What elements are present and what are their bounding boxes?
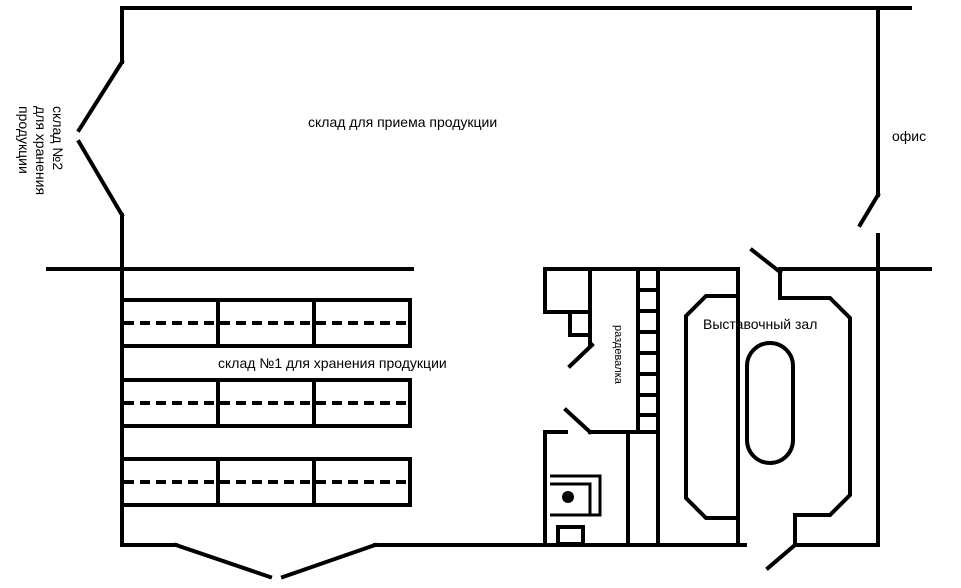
locker-block <box>543 267 740 547</box>
label-warehouse-2-line2: для хранения <box>33 106 49 196</box>
fixture-dot <box>562 491 574 503</box>
outer-walls <box>120 6 912 547</box>
door-bottom-right <box>280 542 378 580</box>
small-box <box>556 525 585 546</box>
rack-row-1 <box>120 298 412 348</box>
door-office <box>857 192 881 228</box>
rack-row-2 <box>120 378 412 428</box>
door-exhibition-top <box>749 247 783 275</box>
door-locker-lower <box>563 407 593 435</box>
door-exhibition-bottom <box>765 542 798 571</box>
counter <box>550 474 602 517</box>
label-warehouse-1: склад №1 для хранения продукции <box>218 355 447 371</box>
door-warehouse-2-lower <box>76 139 125 218</box>
rack-row-3 <box>120 457 412 507</box>
door-warehouse-2-upper <box>76 59 125 133</box>
label-locker-room: раздевалка <box>612 325 624 384</box>
door-locker-upper <box>567 342 595 369</box>
label-receiving-warehouse: склад для приема продукции <box>308 114 498 130</box>
label-exhibition-hall: Выставочный зал <box>703 316 818 332</box>
label-warehouse-2-line3: продукции <box>16 106 32 174</box>
display-stand <box>745 341 795 465</box>
storage-racks <box>120 298 412 507</box>
label-office: офис <box>892 128 927 144</box>
doors <box>76 59 881 580</box>
label-warehouse-2: склад №2 для хранения продукции <box>15 106 66 195</box>
locker-column <box>636 267 660 434</box>
label-warehouse-2-line1: склад №2 <box>50 106 66 171</box>
exhibition-hall <box>684 267 852 547</box>
door-bottom-left <box>173 542 273 580</box>
